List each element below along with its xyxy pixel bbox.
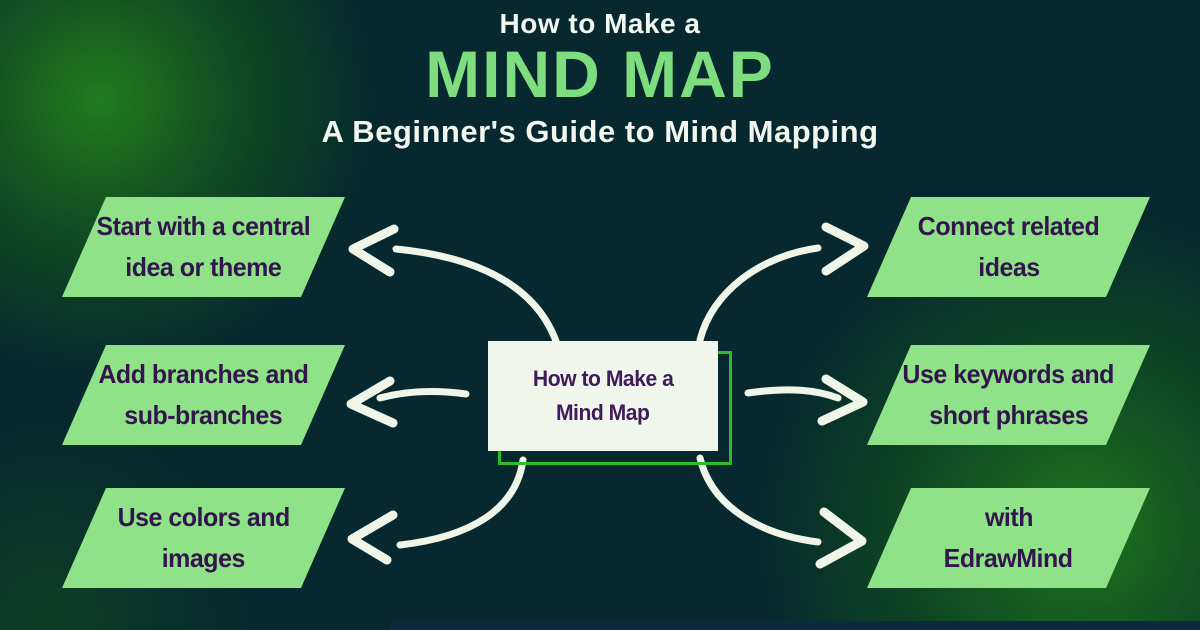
node-label-line: with [984,502,1033,532]
node-label-line: sub-branches [124,400,283,430]
node-use-colors-images: Use colors and images [62,488,345,588]
node-label-line: idea or theme [125,252,282,282]
node-with-edrawmind: with EdrawMind [867,488,1150,588]
node-label-line: ideas [977,252,1040,282]
center-topic-line: Mind Map [556,400,650,425]
node-use-keywords: Use keywords and short phrases [867,345,1150,445]
footer-bar [390,621,1200,630]
arrow-to-top-left [348,224,562,351]
node-connect-related-ideas: Connect related ideas [867,197,1150,297]
arrow-to-bottom-right [696,454,867,569]
header: How to Make a MIND MAP A Beginner's Guid… [0,0,1200,150]
node-label-line: Use colors and [117,502,290,532]
arrow-to-bottom-left [347,456,527,565]
node-label-line: Use keywords and [902,359,1115,389]
node-label-line: EdrawMind [944,543,1073,573]
node-label-line: Start with a central [96,211,311,241]
node-label-line: images [161,543,246,573]
node-add-branches: Add branches and sub-branches [62,345,345,445]
node-start-with-central-idea: Start with a central idea or theme [62,197,345,297]
node-label-line: Connect related [917,211,1100,241]
node-label-line: Add branches and [98,359,309,389]
center-topic-line: How to Make a [532,366,674,391]
arrow-to-mid-right [744,374,868,426]
subtitle-text: A Beginner's Guide to Mind Mapping [321,114,879,149]
arrow-to-mid-left [346,376,470,428]
center-topic-box: How to Make a Mind Map [488,341,718,451]
node-label-line: short phrases [929,400,1088,430]
kicker-text: How to Make a [499,8,701,39]
arrow-to-top-right [696,222,869,344]
page-title: MIND MAP [425,37,775,111]
